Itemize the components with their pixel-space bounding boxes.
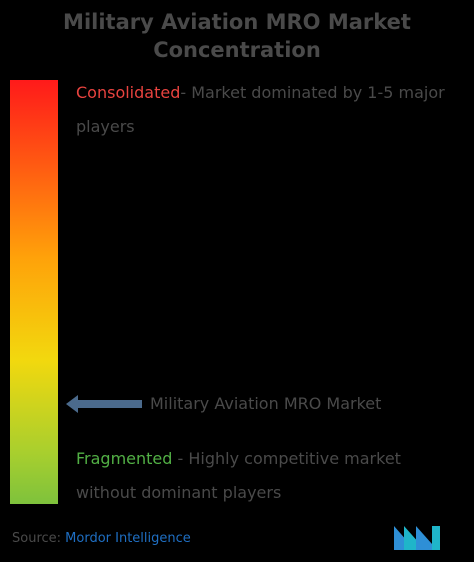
left-arrow-icon xyxy=(66,395,142,413)
mordor-intelligence-logo-icon xyxy=(394,526,440,550)
consolidated-text: - Market dominated by 1-5 major players xyxy=(76,83,445,136)
consolidated-description: Consolidated- Market dominated by 1-5 ma… xyxy=(76,76,456,144)
fragmented-description: Fragmented - Highly competitive market w… xyxy=(76,442,466,510)
source-line: Source: Mordor Intelligence xyxy=(12,531,191,546)
title-line-2: Concentration xyxy=(153,38,321,62)
fragmented-text: - Highly competitive market without domi… xyxy=(76,449,401,502)
fragmented-label: Fragmented xyxy=(76,449,173,468)
title-line-1: Military Aviation MRO Market xyxy=(63,10,411,34)
source-prefix: Source: xyxy=(12,531,62,546)
chart-title: Military Aviation MRO Market Concentrati… xyxy=(0,8,474,64)
consolidated-label: Consolidated xyxy=(76,83,181,102)
source-brand: Mordor Intelligence xyxy=(65,531,191,546)
concentration-gradient-bar xyxy=(10,80,58,504)
market-position-label: Military Aviation MRO Market xyxy=(150,394,382,413)
